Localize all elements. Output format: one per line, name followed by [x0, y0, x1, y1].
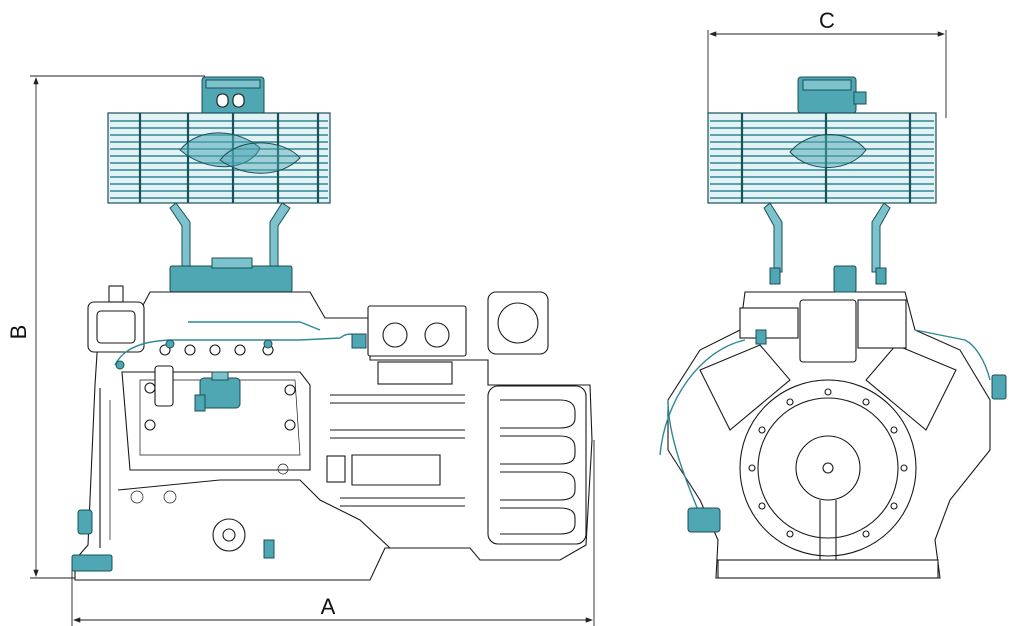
oil-line	[114, 321, 367, 370]
fan-motor-box-front	[797, 76, 867, 114]
heater-connector	[71, 509, 275, 572]
terminal-box	[367, 305, 467, 385]
dimension-label-c: C	[819, 8, 835, 33]
fan-bracket-front	[763, 202, 891, 273]
motor-end-cover	[487, 385, 587, 545]
front-compressor-body	[667, 291, 991, 579]
fan-motor-box	[201, 76, 265, 116]
fan-guard-grille	[107, 112, 331, 204]
fan-guard-grille-front	[707, 112, 937, 204]
dimension-c: C	[707, 8, 947, 118]
dimension-label-a: A	[321, 594, 336, 619]
front-view	[659, 76, 1007, 579]
suction-valve	[87, 285, 145, 353]
discharge-valve	[487, 291, 549, 355]
dimension-a: A	[71, 440, 595, 626]
control-valve	[194, 371, 241, 412]
dimension-b: B	[6, 75, 205, 579]
side-view	[71, 76, 593, 581]
front-accessories	[659, 265, 1007, 533]
dimension-label-b: B	[6, 325, 31, 340]
